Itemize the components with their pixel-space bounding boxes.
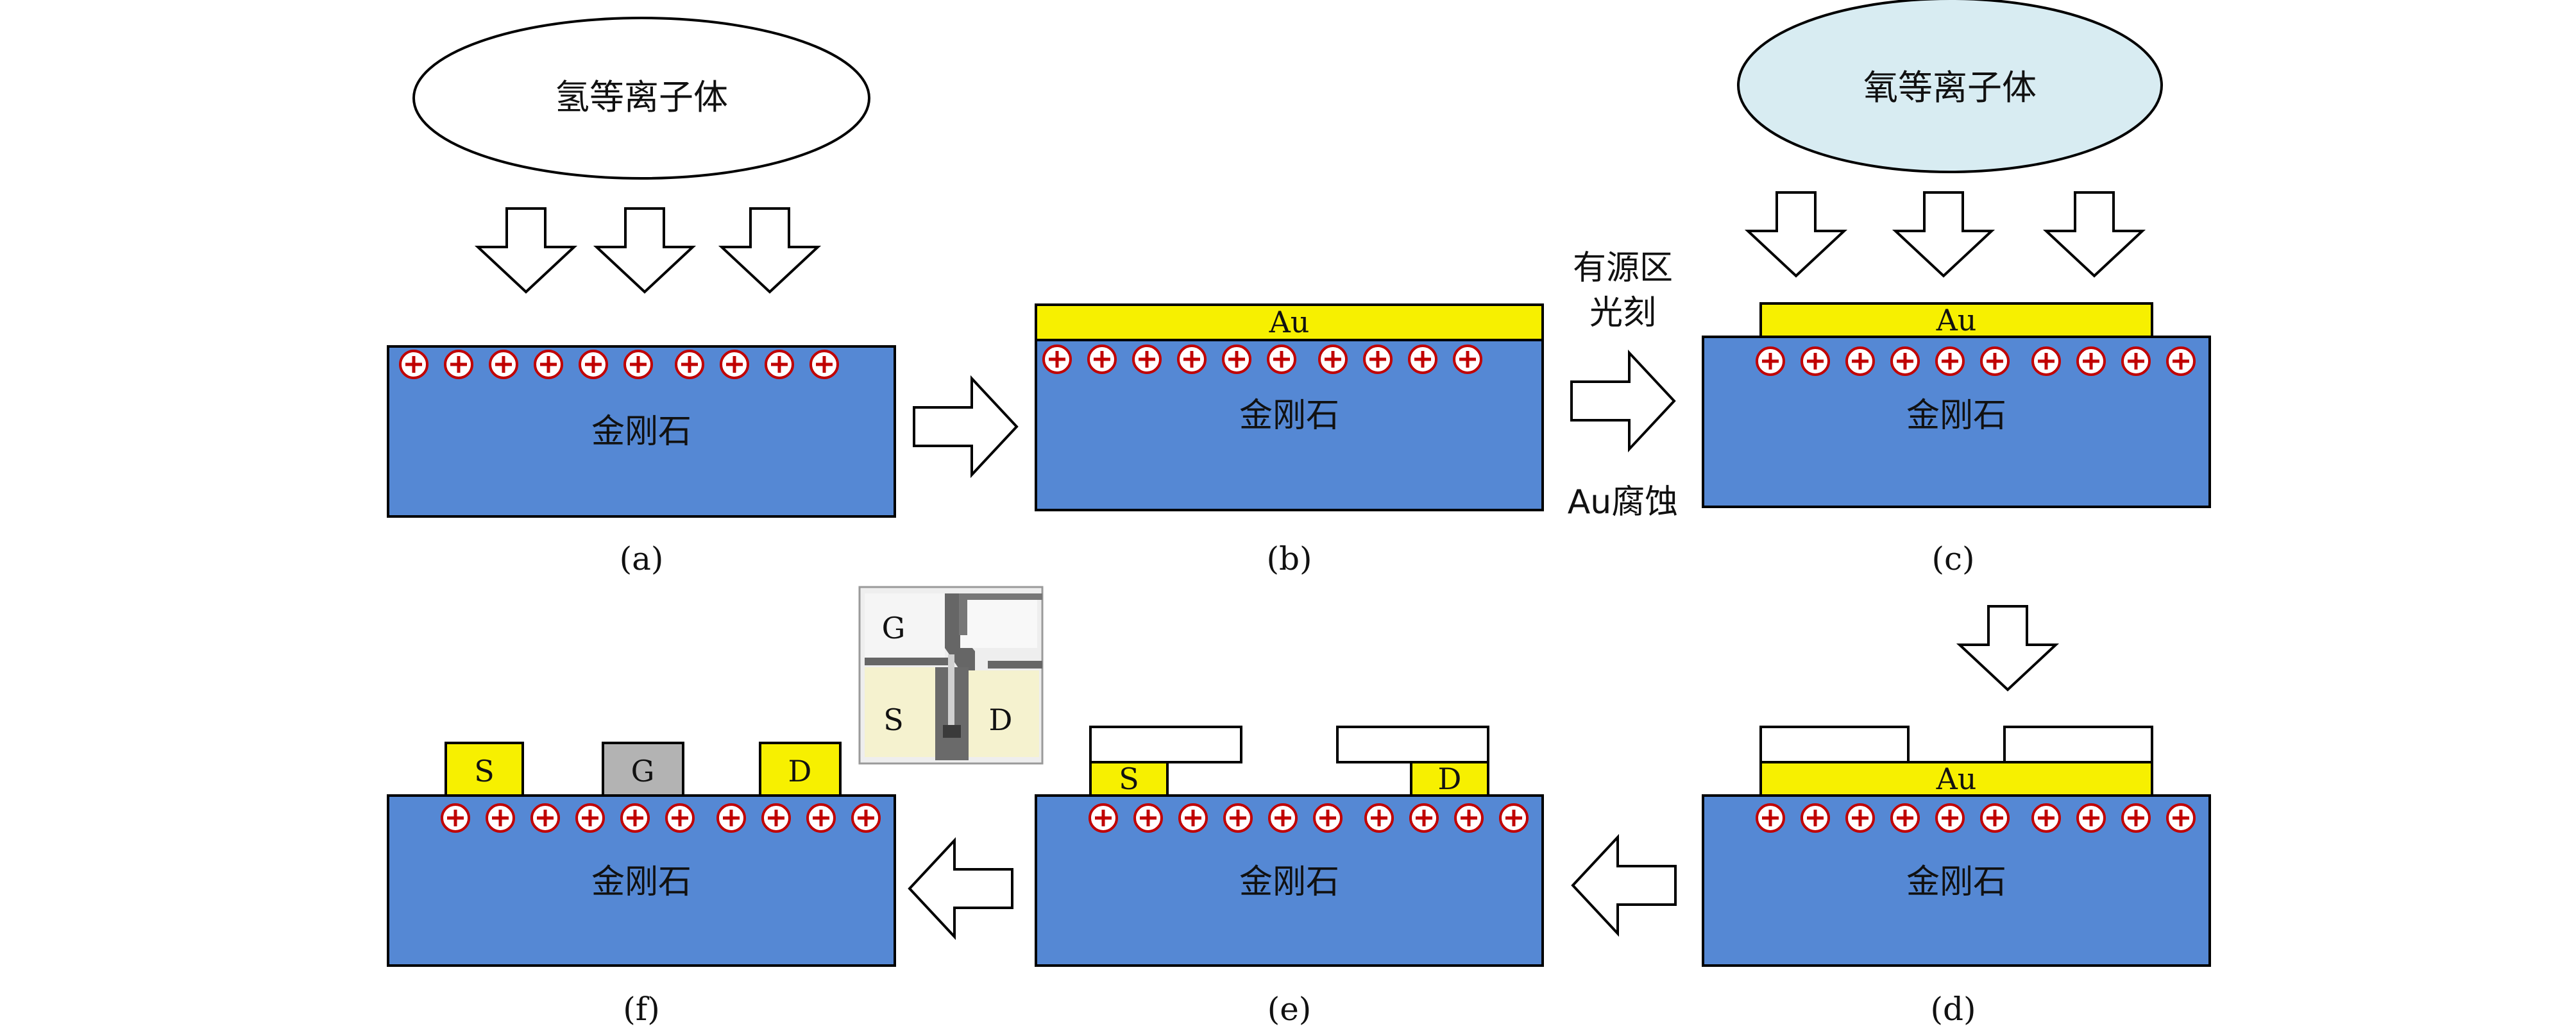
down-arrow-icon [1747,191,1845,277]
panel-caption: (c) [1931,540,1974,577]
gold-layer [1035,303,1544,341]
micrograph-drain-pad [969,670,1039,757]
panel-d: Au 金刚石 (d) [1702,726,2211,1028]
panel-caption: (f) [623,991,660,1028]
down-arrow-icon [1958,605,2057,691]
oxygen-plasma-ellipse [1737,0,2163,173]
drain-label: D [788,754,812,788]
source-electrode [445,742,524,797]
step-note-lithography-line2: 光刻 [1589,294,1656,332]
photoresist-block [1336,726,1489,763]
diamond-label: 金刚石 [591,863,691,901]
diamond-label: 金刚石 [1906,396,2006,435]
down-arrow-icon [1894,191,1993,277]
left-arrow-icon [908,839,1013,938]
source-label: S [474,754,495,788]
left-arrow-icon [1572,836,1677,935]
step-note-au-etch: Au腐蚀 [1568,483,1679,522]
diamond-label: 金刚石 [591,413,691,451]
panel-e: S D 金刚石 (e) [1035,726,1544,1028]
down-arrow-icon [477,207,575,293]
micrograph-d-label: D [989,703,1013,737]
hydrogen-plasma-label: 氢等离子体 [555,77,728,117]
down-arrow-icon [595,207,694,293]
photoresist-block [2003,726,2153,763]
micrograph-gate-pad [865,593,945,658]
micrograph-s-label: S [883,703,904,737]
photoresist-block [1089,726,1242,763]
micrograph-g-label: G [882,611,906,645]
micrograph-source-pad [865,667,935,757]
panel-caption: (a) [620,540,664,577]
photoresist-block [1759,726,1910,763]
gate-label: G [631,754,655,788]
hydrogen-plasma-ellipse [412,17,870,180]
panel-f: S G D 金刚石 (f) [387,742,896,1028]
gold-layer-label: Au [1936,303,1977,337]
down-arrow-icon [720,207,819,293]
oxygen-plasma-label: 氧等离子体 [1863,67,2037,108]
right-arrow-icon [913,377,1018,476]
source-electrode [1089,761,1169,797]
gold-layer-label: Au [1936,762,1977,796]
panel-caption: (d) [1930,991,1976,1028]
diamond-label: 金刚石 [1906,863,2006,901]
step-note-lithography-line1: 有源区 [1573,249,1673,287]
right-arrow-icon [1570,352,1675,450]
source-label: S [1119,762,1139,796]
panel-c: 氧等离子体 Au 金刚石 (c) [1702,0,2211,577]
panel-b: Au 金刚石 (b) [1035,303,1544,577]
panel-caption: (b) [1266,540,1312,577]
down-arrow-icon [2045,191,2144,277]
panel-a: 氢等离子体 金刚石 (a) [387,17,896,577]
gold-layer-label: Au [1269,305,1310,339]
diamond-label: 金刚石 [1239,396,1339,435]
drain-label: D [1438,762,1462,796]
panel-caption: (e) [1267,991,1312,1028]
drain-electrode [759,742,842,797]
gold-pattern [1759,761,2153,797]
device-micrograph: G S D [858,586,1044,765]
diamond-label: 金刚石 [1239,863,1339,901]
